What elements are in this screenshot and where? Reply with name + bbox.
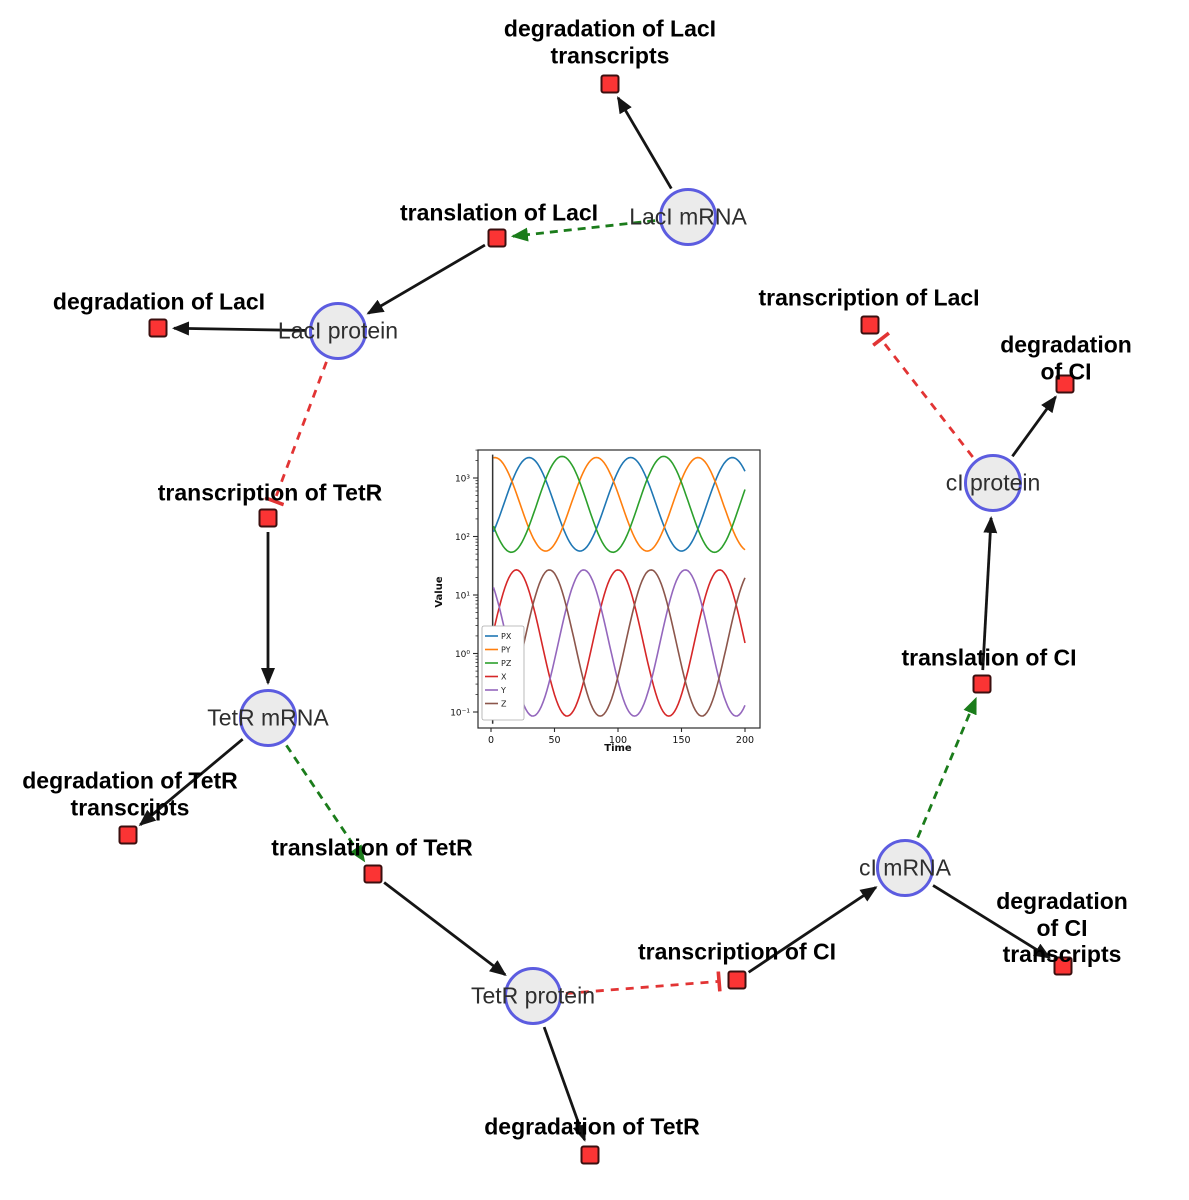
reaction-label-deg_tetr: degradation of TetR xyxy=(484,1113,700,1140)
edge-laci_mrna-transl_laci-modifier xyxy=(510,219,656,242)
reaction-node-deg_ci[interactable] xyxy=(1055,374,1075,394)
species-node-laci_mrna[interactable] xyxy=(659,188,717,246)
species-label-tetr_protein: TetR protein xyxy=(470,982,596,1009)
species-label-ci_protein: cI protein xyxy=(945,469,1041,496)
reaction-node-deg_tetr[interactable] xyxy=(580,1145,600,1165)
edge-ci_mrna-deg_ci_tx-consumption xyxy=(932,884,1052,959)
x-tick-label: 200 xyxy=(736,735,754,746)
y-tick-label: 10² xyxy=(455,533,470,543)
edge-transl_tetr-tetr_protein-production xyxy=(383,881,507,976)
legend-entry-label: PZ xyxy=(501,659,512,668)
reaction-label-deg_ci_tx: degradation of CI transcripts xyxy=(996,887,1128,968)
reaction-node-transc_ci[interactable] xyxy=(727,970,747,990)
series-line-Z xyxy=(492,569,746,717)
edge-tetr_protein-transc_ci-inhibition xyxy=(565,971,722,995)
reaction-label-transl_ci: translation of CI xyxy=(901,644,1077,671)
reaction-node-deg_tetr_tx[interactable] xyxy=(118,825,138,845)
y-tick-label: 10¹ xyxy=(455,592,470,602)
edge-transl_laci-laci_protein-production xyxy=(366,243,486,315)
species-node-ci_protein[interactable] xyxy=(964,454,1022,512)
reaction-label-transc_tetr: transcription of TetR xyxy=(157,479,383,506)
series-line-PY xyxy=(493,456,746,552)
edge-ci_mrna-transl_ci-modifier xyxy=(916,696,978,839)
edge-laci_protein-deg_laci-consumption xyxy=(171,321,306,336)
reaction-label-deg_tetr_tx: degradation of TetR transcripts xyxy=(22,767,238,820)
edge-transc_ci-ci_mrna-production xyxy=(747,886,878,974)
species-node-tetr_mrna[interactable] xyxy=(239,689,297,747)
y-tick-label: 10⁻¹ xyxy=(450,709,470,719)
reaction-label-transc_laci: transcription of LacI xyxy=(758,284,980,311)
reaction-node-transl_ci[interactable] xyxy=(972,674,992,694)
reaction-label-transc_ci: transcription of CI xyxy=(637,938,837,965)
species-node-laci_protein[interactable] xyxy=(309,302,367,360)
reaction-label-transl_laci: translation of LacI xyxy=(399,199,599,226)
species-label-laci_mrna: LacI mRNA xyxy=(629,203,747,230)
reaction-label-deg_laci: degradation of LacI xyxy=(52,288,266,315)
x-tick-label: 150 xyxy=(672,735,690,746)
edge-ci_protein-transc_laci-inhibition xyxy=(872,331,974,458)
reaction-node-transl_laci[interactable] xyxy=(487,228,507,248)
x-axis-label: Time xyxy=(604,743,632,754)
edge-laci_protein-transc_tetr-inhibition xyxy=(264,361,328,507)
series-line-Y xyxy=(492,569,746,717)
edge-tetr_protein-deg_tetr-consumption xyxy=(542,1026,587,1142)
x-tick-label: 0 xyxy=(488,735,494,746)
x-tick-label: 50 xyxy=(548,735,560,746)
chart-legend: PX PY PZ XYZ xyxy=(481,625,525,721)
legend-entry-label: X xyxy=(501,673,507,682)
edge-ci_protein-deg_ci-consumption xyxy=(1011,395,1057,458)
legend-entry-label: Y xyxy=(500,686,506,695)
reaction-node-deg_laci[interactable] xyxy=(148,318,168,338)
legend-entry-label: PY xyxy=(501,646,511,655)
reaction-label-deg_ci: degradation of CI xyxy=(1000,331,1132,384)
reaction-node-transl_tetr[interactable] xyxy=(363,864,383,884)
reaction-node-transc_laci[interactable] xyxy=(860,315,880,335)
reaction-label-deg_laci_tx: degradation of LacI transcripts xyxy=(503,15,717,68)
series-line-PZ xyxy=(492,455,746,554)
series-line-PX xyxy=(492,456,746,552)
reaction-node-transc_tetr[interactable] xyxy=(258,508,278,528)
y-axis-label: Value xyxy=(434,576,445,607)
reaction-node-deg_laci_tx[interactable] xyxy=(600,74,620,94)
edge-transl_ci-ci_protein-production xyxy=(981,515,998,671)
species-label-ci_mrna: cI mRNA xyxy=(859,854,951,881)
species-node-ci_mrna[interactable] xyxy=(876,839,934,897)
species-label-laci_protein: LacI protein xyxy=(277,317,399,344)
series-line-X xyxy=(492,568,746,717)
chart-axes-box xyxy=(477,449,761,729)
reaction-label-transl_tetr: translation of TetR xyxy=(271,834,473,861)
x-tick-label: 100 xyxy=(609,735,627,746)
species-label-tetr_mrna: TetR mRNA xyxy=(207,704,329,731)
edge-laci_mrna-deg_laci_tx-consumption xyxy=(616,96,673,190)
y-tick-label: 10⁰ xyxy=(455,650,470,660)
edge-tetr_mrna-transl_tetr-modifier xyxy=(285,744,366,863)
reaction-node-deg_ci_tx[interactable] xyxy=(1053,956,1073,976)
y-tick-label: 10³ xyxy=(455,475,470,485)
species-node-tetr_protein[interactable] xyxy=(504,967,562,1025)
edge-tetr_mrna-deg_tetr_tx-consumption xyxy=(138,738,244,827)
legend-entry-label: PX xyxy=(501,632,512,641)
legend-entry-label: Z xyxy=(501,700,507,709)
